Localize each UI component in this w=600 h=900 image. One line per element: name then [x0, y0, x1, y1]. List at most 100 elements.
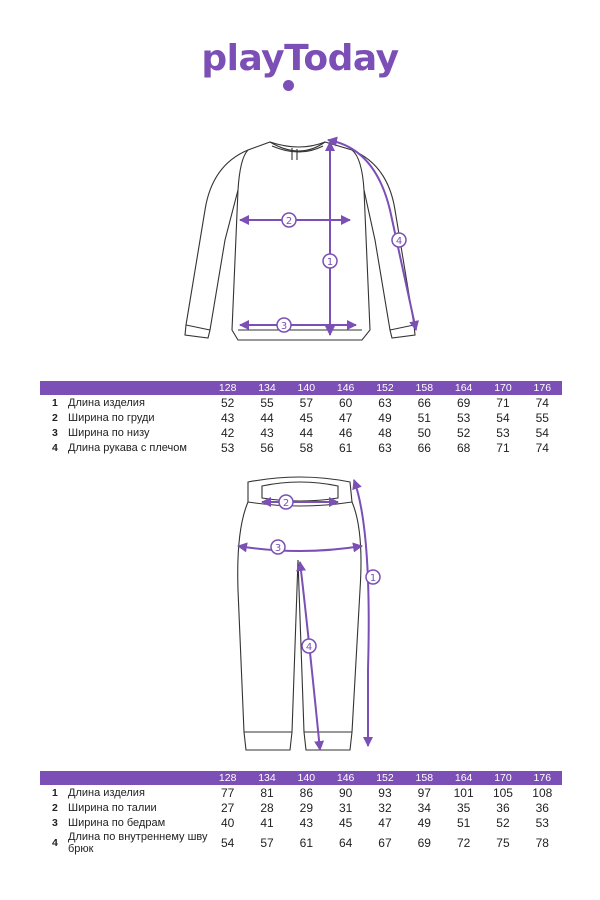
table-cell: 36 — [496, 800, 510, 815]
size-header: 128 — [208, 381, 248, 395]
size-header-row: 128 134 140 146 152 158 164 170 176 — [40, 381, 562, 395]
trousers-measure-lines — [237, 479, 373, 751]
table-row: 2 Ширина по талии 27 28 29 31 32 34 35 3… — [40, 800, 562, 815]
table-cell: 28 — [260, 800, 274, 815]
table-cell: 86 — [299, 785, 313, 800]
size-header: 140 — [286, 771, 326, 785]
trousers-size-table: 128 134 140 146 152 158 164 170 176 1 Дл… — [40, 771, 562, 856]
table-cell: 75 — [496, 836, 510, 850]
brand-logo: playToday — [201, 38, 399, 79]
table-cell: 63 — [378, 395, 392, 410]
table-row: 1 Длина изделия 52 55 57 60 63 66 69 71 … — [40, 395, 562, 410]
size-header: 164 — [443, 381, 484, 395]
table-cell: 41 — [260, 815, 274, 830]
table-cell: 49 — [417, 815, 431, 830]
sweatshirt-outline — [184, 141, 416, 341]
table-cell: 46 — [338, 425, 353, 440]
marker-top-4: 4 — [396, 236, 402, 247]
table-row: 4 Длина по внутреннему шву брюк 54 57 61… — [40, 830, 562, 856]
table-cell: 63 — [378, 440, 392, 455]
table-cell: 53 — [496, 425, 510, 440]
table-cell: 50 — [417, 425, 431, 440]
size-header: 146 — [325, 381, 366, 395]
table-row: 1 Длина изделия 77 81 86 90 93 97 101 10… — [40, 785, 562, 800]
table-cell: 71 — [496, 395, 510, 410]
table-row: 2 Ширина по груди 43 44 45 47 49 51 53 5… — [40, 410, 562, 425]
size-header: 128 — [208, 771, 248, 785]
table-cell: 29 — [299, 800, 313, 815]
table-cell: 32 — [378, 800, 392, 815]
table-cell: 52 — [220, 395, 235, 410]
table-cell: 93 — [378, 785, 392, 800]
sweatshirt-size-table: 128 134 140 146 152 158 164 170 176 1 Дл… — [40, 381, 562, 455]
size-header: 140 — [286, 381, 326, 395]
table-cell: 56 — [260, 440, 274, 455]
table-cell: 69 — [456, 395, 471, 410]
table-cell: 43 — [220, 410, 235, 425]
size-header: 158 — [404, 381, 444, 395]
row-number: 1 — [52, 396, 58, 409]
table-cell: 47 — [338, 410, 353, 425]
table-cell: 66 — [417, 440, 431, 455]
marker-bottom-4: 4 — [306, 642, 312, 653]
size-header: 134 — [247, 771, 287, 785]
table-cell: 69 — [417, 836, 431, 850]
marker-top-3: 3 — [281, 321, 287, 332]
size-header: 152 — [365, 381, 405, 395]
table-cell: 55 — [535, 410, 549, 425]
table-cell: 52 — [496, 815, 510, 830]
marker-bottom-1: 1 — [370, 573, 376, 584]
row-number: 4 — [52, 441, 58, 454]
table-cell: 35 — [456, 800, 471, 815]
trousers-markers: 1 2 3 4 — [270, 494, 381, 654]
table-cell: 81 — [260, 785, 274, 800]
table-cell: 53 — [535, 815, 549, 830]
marker-top-2: 2 — [286, 216, 292, 227]
row-label: Ширина по низу — [68, 426, 150, 439]
table-cell: 57 — [299, 395, 313, 410]
row-label: Ширина по талии — [68, 801, 157, 814]
table-cell: 45 — [299, 410, 313, 425]
table-cell: 61 — [338, 440, 353, 455]
row-label: Ширина по бедрам — [68, 816, 166, 829]
table-row: 3 Ширина по бедрам 40 41 43 45 47 49 51 … — [40, 815, 562, 830]
row-label: Длина изделия — [68, 786, 145, 799]
table-cell: 74 — [535, 395, 549, 410]
sweatshirt-diagram: 1 2 3 4 — [0, 130, 600, 355]
size-header: 158 — [404, 771, 444, 785]
table-cell: 44 — [260, 410, 274, 425]
size-header: 170 — [483, 771, 523, 785]
size-header: 164 — [443, 771, 484, 785]
table-cell: 43 — [299, 815, 313, 830]
row-number: 4 — [52, 837, 58, 849]
table-cell: 53 — [456, 410, 471, 425]
table-row: 3 Ширина по низу 42 43 44 46 48 50 52 53… — [40, 425, 562, 440]
table-cell: 78 — [535, 836, 549, 850]
table-row: 4 Длина рукава с плечом 53 56 58 61 63 6… — [40, 440, 562, 455]
table-cell: 48 — [378, 425, 392, 440]
table-cell: 77 — [220, 785, 235, 800]
table-cell: 108 — [532, 785, 553, 800]
marker-top-1: 1 — [327, 257, 333, 268]
size-header: 176 — [522, 381, 562, 395]
table-cell: 57 — [260, 836, 274, 850]
table-cell: 47 — [378, 815, 392, 830]
row-number: 1 — [52, 786, 58, 799]
table-cell: 45 — [338, 815, 353, 830]
row-number: 2 — [52, 411, 58, 424]
row-label: Ширина по груди — [68, 411, 155, 424]
row-label: Длина по внутреннему шву брюк — [68, 831, 208, 855]
table-cell: 58 — [299, 440, 313, 455]
table-cell: 66 — [417, 395, 431, 410]
table-cell: 97 — [417, 785, 431, 800]
table-cell: 67 — [378, 836, 392, 850]
sweatshirt-measure-lines — [239, 136, 419, 336]
table-cell: 101 — [453, 785, 474, 800]
table-cell: 71 — [496, 440, 510, 455]
table-cell: 51 — [417, 410, 431, 425]
table-cell: 54 — [496, 410, 510, 425]
trousers-diagram: 1 2 3 4 — [0, 470, 600, 770]
table-cell: 105 — [492, 785, 513, 800]
table-cell: 54 — [535, 425, 549, 440]
table-cell: 74 — [535, 440, 549, 455]
